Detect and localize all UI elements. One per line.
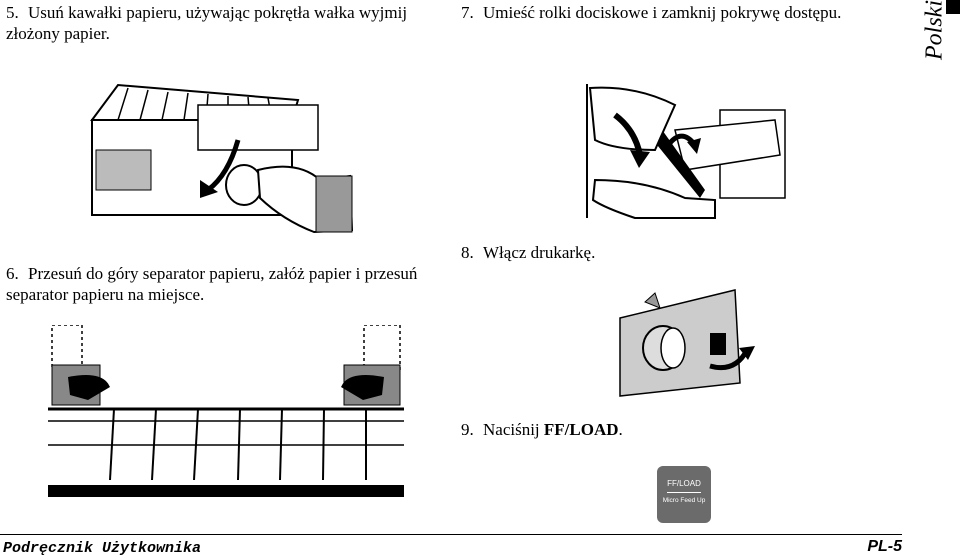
step-9-period: . <box>618 420 623 439</box>
language-tab-marker <box>946 0 960 14</box>
footer-rule <box>0 534 902 535</box>
ff-load-key: FF/LOAD Micro Feed Up <box>657 466 711 523</box>
step-7-text: Umieść rolki dociskowe i zamknij pokrywę… <box>483 3 842 22</box>
ff-load-key-divider <box>667 492 701 493</box>
close-cover-illustration <box>586 84 786 219</box>
step-9-key-name: FF/LOAD <box>543 420 619 439</box>
step-6: 6.Przesuń do góry separator papieru, zał… <box>6 263 446 305</box>
platen-knob-illustration <box>90 83 354 234</box>
language-tab: Polski <box>922 0 948 60</box>
step-8: 8. Włącz drukarkę. <box>461 242 761 263</box>
step-9-number: 9. <box>461 420 474 439</box>
step-5-number: 5. <box>6 3 19 22</box>
step-6-number: 6. <box>6 264 19 283</box>
paper-separator-illustration <box>48 325 404 497</box>
page-number: PL-5 <box>867 538 902 555</box>
step-9-text: Naciśnij <box>483 420 544 439</box>
step-8-number: 8. <box>461 243 474 262</box>
micro-feed-up-label: Micro Feed Up <box>662 497 706 504</box>
power-switch-illustration <box>619 289 755 397</box>
step-5-text: Usuń kawałki papieru, używając pokrętła … <box>6 3 408 43</box>
step-7: 7. Umieść rolki dociskowe i zamknij pokry… <box>461 2 911 23</box>
step-7-number: 7. <box>461 3 474 22</box>
footer-manual-title: Podręcznik Użytkownika <box>3 540 202 557</box>
ff-load-key-label: FF/LOAD <box>667 479 701 488</box>
step-6-text: Przesuń do góry separator papieru, załóż… <box>6 264 418 304</box>
language-tab-label: Polski <box>921 0 948 60</box>
step-5: 5.Usuń kawałki papieru, używając pokrętł… <box>6 2 446 44</box>
step-8-text: Włącz drukarkę. <box>483 243 596 262</box>
step-9: 9. Naciśnij FF/LOAD. <box>461 419 761 440</box>
